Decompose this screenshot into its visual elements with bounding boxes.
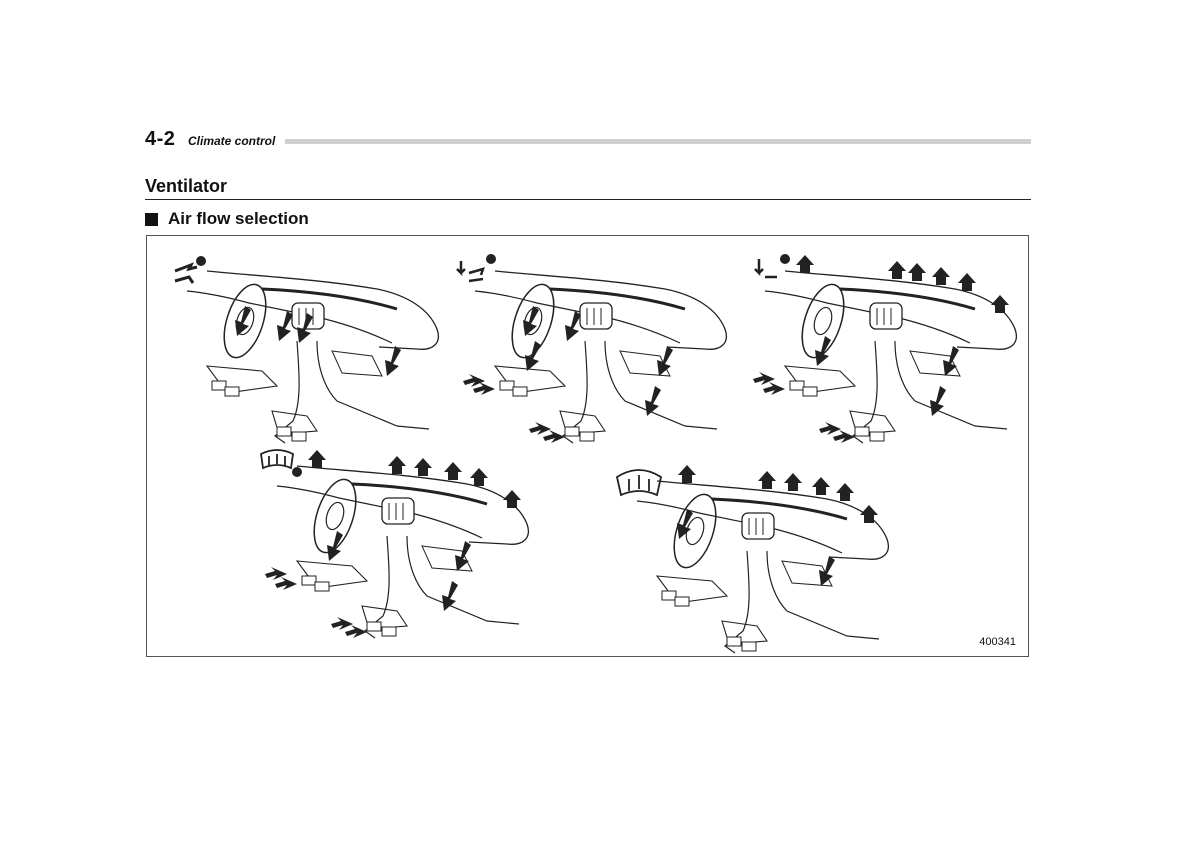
diagram-defrost (615, 465, 890, 655)
diagram-foot (753, 254, 1018, 445)
diagram-bi-level (456, 254, 728, 445)
diagram-face (174, 256, 440, 445)
section-name: Climate control (188, 134, 276, 148)
foot-vent-icon (754, 259, 777, 279)
air-flow-figure: 400341 (146, 235, 1029, 657)
title-divider (145, 199, 1031, 200)
bi-level-icon (456, 261, 485, 283)
subheading: Air flow selection (145, 209, 309, 229)
defrost-foot-icon (260, 449, 294, 470)
subheading-text: Air flow selection (168, 209, 309, 228)
header-bar (285, 139, 1031, 144)
figure-code: 400341 (979, 636, 1016, 648)
page-number: 4-2 (145, 128, 176, 150)
page-title: Ventilator (145, 176, 228, 196)
page-header: 4-2 Climate control (145, 128, 1031, 150)
diagram-defrost-foot (260, 449, 530, 640)
face-vent-icon (174, 262, 198, 284)
square-bullet-icon (145, 212, 158, 226)
defrost-icon (615, 469, 663, 497)
air-flow-illustrations (174, 254, 1018, 655)
